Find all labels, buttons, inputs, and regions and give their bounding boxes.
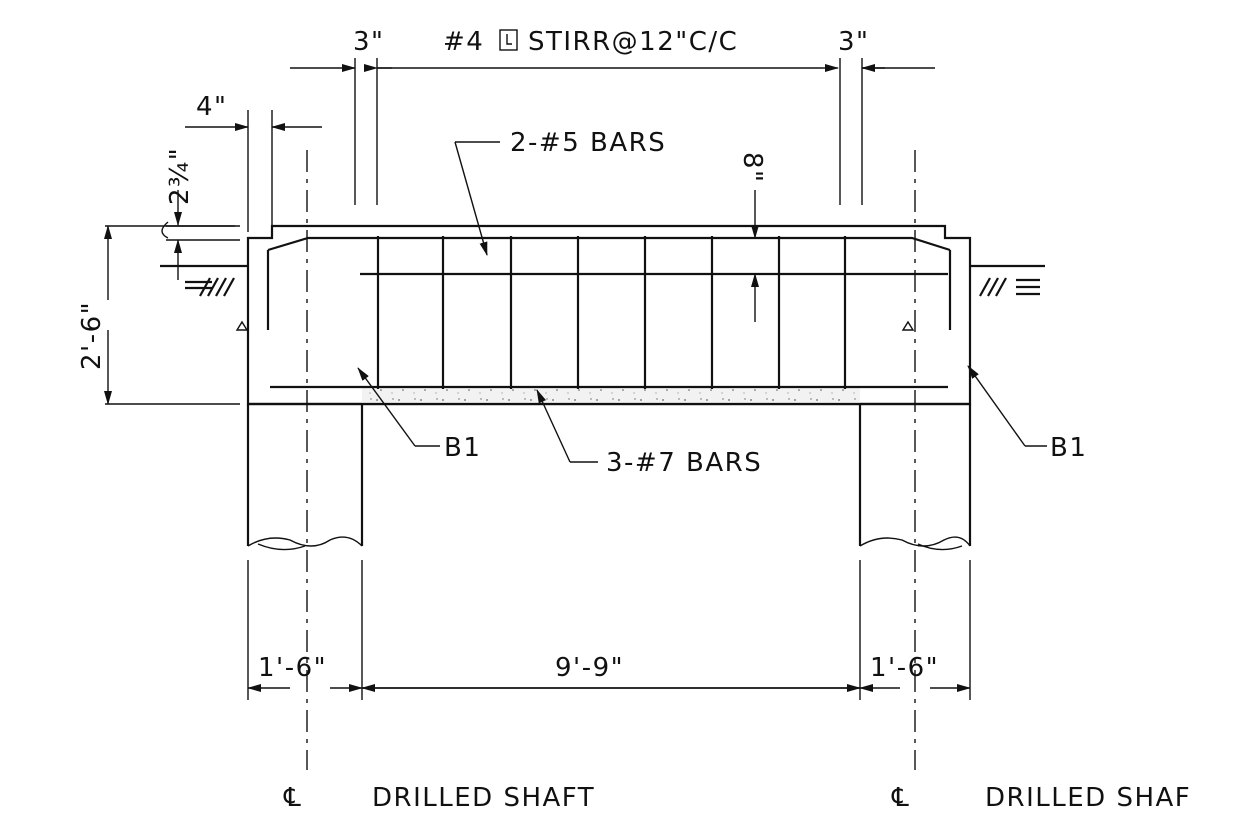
ledge-width-dimension	[185, 110, 322, 232]
top-right-cover-dim: 3"	[838, 27, 870, 57]
left-drilled-shaft	[246, 404, 364, 551]
left-centerline-symbol: ℄	[283, 783, 302, 813]
bottom-right-dim: 1'-6"	[870, 653, 939, 683]
left-b1-leader	[357, 367, 440, 447]
bottom-bars-leader	[536, 389, 598, 463]
right-b1-leader	[967, 365, 1047, 447]
left-b1-callout: B1	[444, 433, 481, 463]
ledge-width-dim: 4"	[196, 92, 228, 122]
right-shaft-label: DRILLED SHAF	[985, 783, 1191, 813]
bottom-dimension	[247, 560, 971, 700]
ledge-depth-dim: 2¾"	[165, 147, 195, 205]
bottom-bars-callout: 3-#7 BARS	[606, 448, 762, 478]
stirrup-spacing-label: STIRR@12"C/C	[528, 27, 738, 57]
top-dimension	[290, 58, 935, 205]
right-centerline-symbol: ℄	[891, 783, 910, 813]
stirrups	[376, 236, 847, 389]
cap-depth-dim: 2'-6"	[77, 301, 107, 370]
bottom-center-dim: 9'-9"	[555, 653, 624, 683]
b1-bars	[235, 250, 952, 331]
bottom-left-dim: 1'-6"	[258, 653, 327, 683]
right-drilled-shaft	[858, 404, 972, 551]
top-bars-leader	[454, 141, 500, 256]
cap-depth-dimension	[104, 225, 240, 405]
left-shaft-label: DRILLED SHAFT	[372, 783, 595, 813]
bent-cap-concrete	[246, 224, 972, 406]
right-b1-callout: B1	[1050, 433, 1087, 463]
top-bars-callout: 2-#5 BARS	[510, 128, 666, 158]
top-cover-dim: 8"	[737, 152, 767, 184]
stirrup-icon	[499, 29, 518, 51]
earth-hatch-icon	[160, 264, 1045, 297]
top-left-cover-dim: 3"	[353, 27, 385, 57]
stirrup-size-label: #4	[443, 27, 484, 57]
top-bars-2-5	[267, 236, 951, 276]
